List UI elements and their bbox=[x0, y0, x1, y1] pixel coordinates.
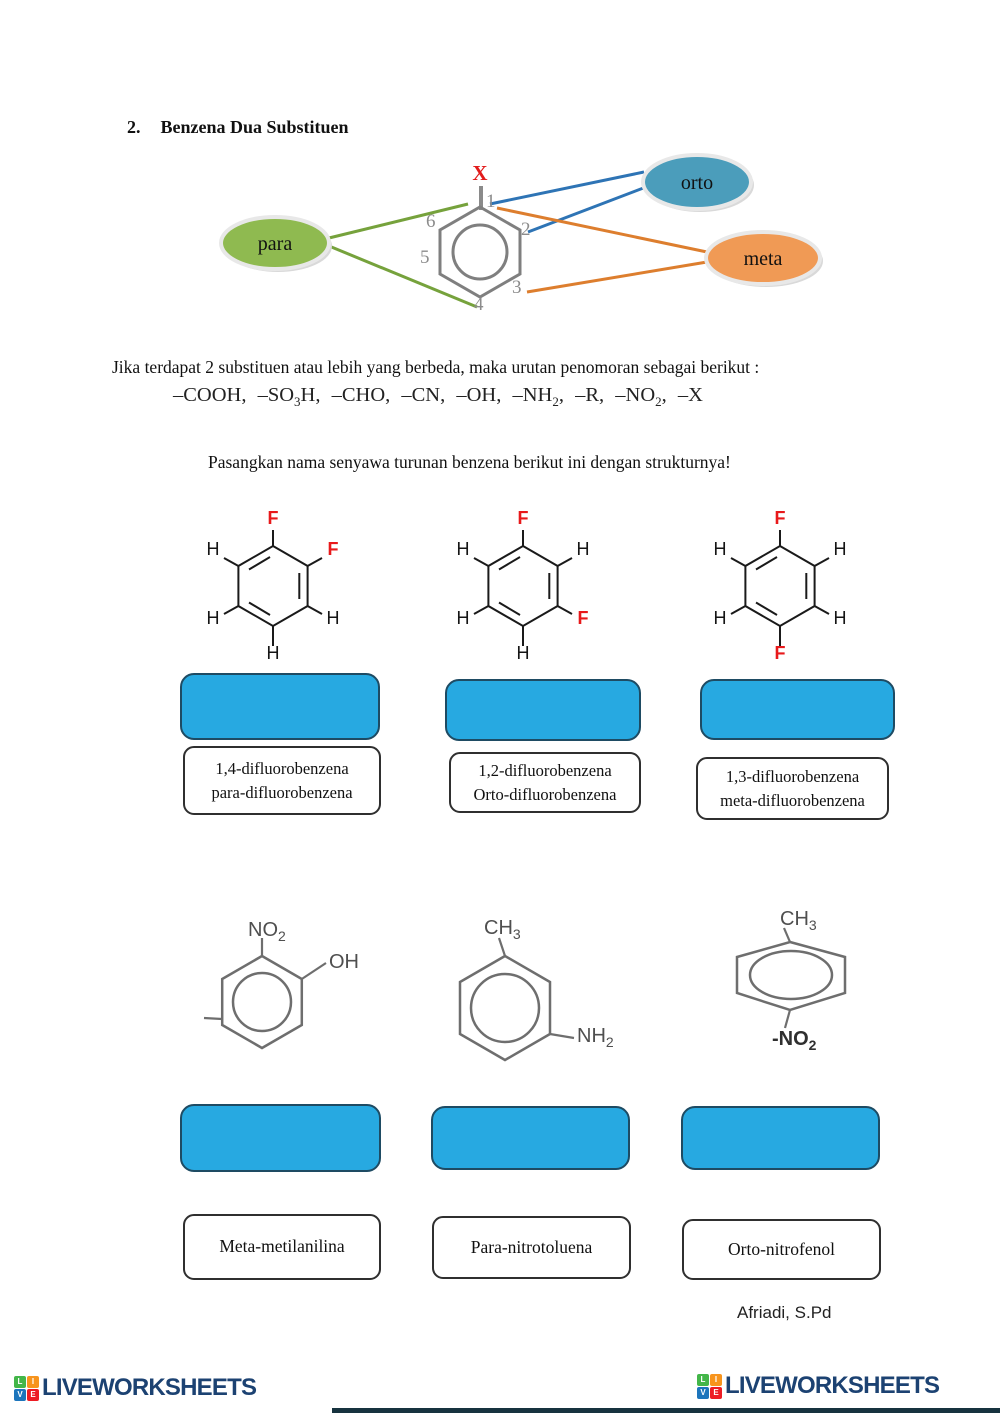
logo-square-l: L bbox=[14, 1375, 26, 1388]
atom-label-lower-left: H bbox=[714, 608, 727, 628]
methyl-group-label: CH3 bbox=[780, 908, 817, 933]
name-card-12-difluorobenzena[interactable]: 1,2-difluorobenzena Orto-difluorobenzena bbox=[449, 752, 641, 813]
name-card-line2: Orto-difluorobenzena bbox=[473, 784, 617, 804]
atom-label-lower-right: H bbox=[834, 608, 847, 628]
structure-orto-nitrofenol: NO2 OH bbox=[203, 919, 359, 1050]
nitro-group-label: NO2 bbox=[248, 919, 286, 944]
logo-square-v: V bbox=[14, 1388, 26, 1401]
meta-bubble-label: meta bbox=[744, 248, 783, 270]
priority-order: –COOH, –SO3H, –CHO, –CN, –OH, –NH2, –R, … bbox=[173, 384, 703, 410]
atom-label-upper-left: H bbox=[457, 539, 470, 559]
logo-square-v: V bbox=[697, 1386, 709, 1399]
methyl-group-label: CH3 bbox=[484, 917, 521, 942]
name-card-line2: meta-difluorobenzena bbox=[720, 790, 865, 810]
answer-dropzone-1[interactable] bbox=[180, 673, 380, 740]
atom-label-bottom: F bbox=[775, 643, 786, 663]
liveworksheets-logo-right: L I V E LIVEWORKSHEETS bbox=[697, 1372, 940, 1400]
orto-bubble: orto bbox=[641, 153, 754, 212]
ring-number-6: 6 bbox=[426, 211, 436, 232]
meta-bubble: meta bbox=[704, 230, 823, 287]
liveworksheets-wordmark: LIVEWORKSHEETS bbox=[42, 1374, 257, 1401]
ring-number-4: 4 bbox=[474, 294, 484, 315]
answer-dropzone-6[interactable] bbox=[681, 1106, 880, 1170]
name-card-line2: para-difluorobenzena bbox=[211, 782, 353, 802]
answer-dropzone-2[interactable] bbox=[445, 679, 641, 741]
priority-subscript: 2 bbox=[655, 394, 662, 410]
priority-text-part: –COOH, –SO bbox=[173, 384, 295, 406]
priority-text-part: , –X bbox=[661, 384, 703, 406]
atom-label-top: F bbox=[268, 508, 279, 528]
orto-meta-para-diagram: X 1 2 3 4 5 6 para orto meta bbox=[219, 153, 823, 315]
answer-dropzone-5[interactable] bbox=[431, 1106, 630, 1170]
logo-square-i: I bbox=[27, 1375, 39, 1388]
matching-prompt: Pasangkan nama senyawa turunan benzena b… bbox=[208, 452, 731, 472]
priority-text-part: , –R, –NO bbox=[558, 384, 656, 406]
priority-text-part: H, –CHO, –CN, –OH, –NH bbox=[300, 384, 553, 406]
section-number: 2. bbox=[127, 117, 141, 137]
orto-bubble-label: orto bbox=[681, 172, 713, 194]
priority-subscript: 2 bbox=[552, 394, 559, 410]
atom-label-upper-left: H bbox=[207, 539, 220, 559]
ring-number-3: 3 bbox=[512, 277, 522, 298]
name-card-14-difluorobenzena[interactable]: 1,4-difluorobenzena para-difluorobenzena bbox=[183, 746, 381, 815]
answer-dropzone-3[interactable] bbox=[700, 679, 895, 740]
atom-label-lower-left: H bbox=[457, 608, 470, 628]
atom-label-lower-right: H bbox=[327, 608, 340, 628]
answer-dropzone-4[interactable] bbox=[180, 1104, 381, 1172]
structure-para-nitrotoluena: CH3 -NO2 bbox=[735, 908, 847, 1053]
ring-number-2: 2 bbox=[521, 219, 531, 240]
author-credit: Afriadi, S.Pd bbox=[737, 1303, 832, 1322]
orto-connector-lines bbox=[489, 170, 647, 234]
numbered-benzene-ring: X 1 2 3 4 5 6 bbox=[420, 161, 531, 315]
liveworksheets-grid-icon: L I V E bbox=[14, 1375, 39, 1401]
amino-group-label: NH2 bbox=[577, 1025, 614, 1050]
name-card-label: Para-nitrotoluena bbox=[470, 1236, 593, 1257]
nitro-group-label: -NO2 bbox=[772, 1028, 817, 1053]
meta-connector-lines bbox=[496, 206, 708, 294]
ring-number-1: 1 bbox=[486, 191, 496, 212]
section-title: 2. Benzena Dua Substituen bbox=[127, 117, 349, 138]
atom-label-upper-right: H bbox=[577, 539, 590, 559]
section-title-text: Benzena Dua Substituen bbox=[160, 117, 349, 137]
liveworksheets-logo-left: L I V E LIVEWORKSHEETS bbox=[14, 1374, 257, 1402]
para-connector-lines bbox=[328, 202, 478, 309]
para-bubble-label: para bbox=[258, 233, 293, 255]
atom-label-lower-right: F bbox=[578, 608, 589, 628]
name-card-line1: 1,2-difluorobenzena bbox=[478, 760, 612, 780]
name-card-orto-nitrofenol[interactable]: Orto-nitrofenol bbox=[682, 1219, 881, 1280]
atom-label-upper-right: H bbox=[834, 539, 847, 559]
name-card-meta-metilanilina[interactable]: Meta-metilanilina bbox=[183, 1214, 381, 1280]
atom-label-bottom: H bbox=[517, 643, 530, 663]
logo-square-e: E bbox=[27, 1388, 39, 1401]
name-card-para-nitrotoluena[interactable]: Para-nitrotoluena bbox=[432, 1216, 631, 1279]
logo-square-l: L bbox=[697, 1373, 709, 1386]
logo-square-i: I bbox=[710, 1373, 722, 1386]
priority-subscript: 3 bbox=[294, 394, 301, 410]
substituent-x-label: X bbox=[472, 161, 487, 185]
atom-label-bottom: H bbox=[267, 643, 280, 663]
structure-14-difluorobenzene: F H H F H H bbox=[714, 508, 847, 663]
name-card-line1: 1,4-difluorobenzena bbox=[215, 758, 349, 778]
name-card-line1: 1,3-difluorobenzena bbox=[725, 766, 860, 786]
logo-square-e: E bbox=[710, 1386, 722, 1399]
structure-12-difluorobenzene: F F H H H H bbox=[207, 508, 340, 663]
liveworksheets-wordmark: LIVEWORKSHEETS bbox=[725, 1372, 940, 1399]
ring-number-5: 5 bbox=[420, 247, 430, 268]
numbering-rule-text: Jika terdapat 2 substituen atau lebih ya… bbox=[112, 357, 760, 377]
structure-meta-metilanilina: CH3 NH2 bbox=[458, 917, 614, 1062]
bottom-edge-bar bbox=[332, 1408, 1000, 1413]
atom-label-top: F bbox=[518, 508, 529, 528]
atom-label-upper-left: H bbox=[714, 539, 727, 559]
liveworksheets-grid-icon: L I V E bbox=[697, 1373, 722, 1399]
atom-label-top: F bbox=[775, 508, 786, 528]
name-card-13-difluorobenzena[interactable]: 1,3-difluorobenzena meta-difluorobenzena bbox=[696, 757, 889, 820]
atom-label-upper-right: F bbox=[328, 539, 339, 559]
atom-label-lower-left: H bbox=[207, 608, 220, 628]
structure-13-difluorobenzene: F H F H H H bbox=[457, 508, 590, 663]
hydroxyl-group-label: OH bbox=[329, 951, 359, 973]
name-card-label: Orto-nitrofenol bbox=[728, 1238, 835, 1259]
para-bubble: para bbox=[219, 215, 332, 272]
name-card-label: Meta-metilanilina bbox=[219, 1236, 345, 1257]
